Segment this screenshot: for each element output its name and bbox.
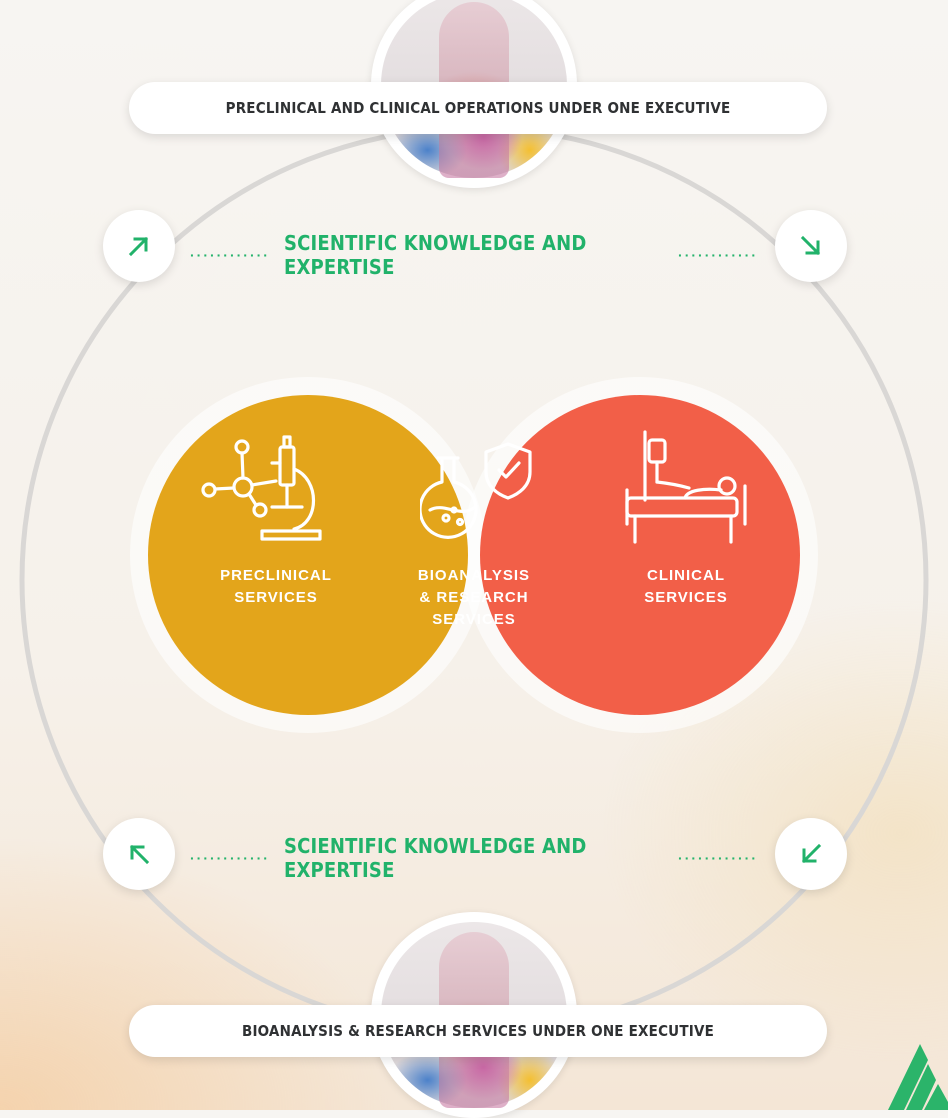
expertise-row-bottom: ············ SCIENTIFIC KNOWLEDGE AND EX… xyxy=(190,834,758,882)
venn-label-clinical: CLINICAL SERVICES xyxy=(608,565,764,609)
dotted-connector: ············ xyxy=(190,850,270,866)
arrow-top-right-button xyxy=(775,210,847,282)
top-body-medallion xyxy=(371,0,577,188)
arrow-bottom-left-button xyxy=(103,818,175,890)
venn-label-bioanalysis: BIOANALYSIS & RESEARCH SERVICES xyxy=(396,565,552,631)
top-banner: PRECLINICAL AND CLINICAL OPERATIONS UNDE… xyxy=(129,82,827,134)
venn-left-fill xyxy=(148,395,468,715)
patient-bed-iv-icon xyxy=(625,430,747,544)
dotted-connector: ············ xyxy=(678,850,758,866)
bottom-banner-text: BIOANALYSIS & RESEARCH SERVICES UNDER ON… xyxy=(241,1022,715,1040)
expertise-label-bottom: SCIENTIFIC KNOWLEDGE AND EXPERTISE xyxy=(283,834,587,882)
venn-right-fill xyxy=(480,395,800,715)
venn-label-line: SERVICES xyxy=(644,589,728,606)
flask-shield-icon xyxy=(420,442,532,539)
molecule-microscope-icon xyxy=(201,435,322,541)
arrow-down-right-icon xyxy=(800,235,821,256)
venn-label-preclinical: PRECLINICAL SERVICES xyxy=(198,565,354,609)
company-logo-icon xyxy=(888,1044,948,1110)
expertise-label-top: SCIENTIFIC KNOWLEDGE AND EXPERTISE xyxy=(283,231,587,279)
venn-diagram xyxy=(130,377,818,733)
dotted-connector: ············ xyxy=(678,247,758,263)
venn-label-line: PRECLINICAL xyxy=(220,567,332,584)
dotted-connector: ············ xyxy=(190,247,270,263)
arrow-up-right-icon xyxy=(128,236,149,257)
expertise-row-top: ············ SCIENTIFIC KNOWLEDGE AND EX… xyxy=(190,231,758,279)
venn-label-line: CLINICAL xyxy=(647,567,725,584)
arrow-up-left-icon xyxy=(129,844,150,865)
venn-label-line: BIOANALYSIS xyxy=(417,567,531,584)
venn-label-line: & RESEARCH xyxy=(419,589,529,606)
arrow-top-left-button xyxy=(103,210,175,282)
bottom-banner: BIOANALYSIS & RESEARCH SERVICES UNDER ON… xyxy=(129,1005,827,1057)
arrow-bottom-right-button xyxy=(775,818,847,890)
top-banner-text: PRECLINICAL AND CLINICAL OPERATIONS UNDE… xyxy=(225,99,731,117)
venn-label-line: SERVICES xyxy=(234,589,318,606)
venn-label-line: SERVICES xyxy=(432,611,516,628)
arrow-down-left-icon xyxy=(801,843,822,864)
